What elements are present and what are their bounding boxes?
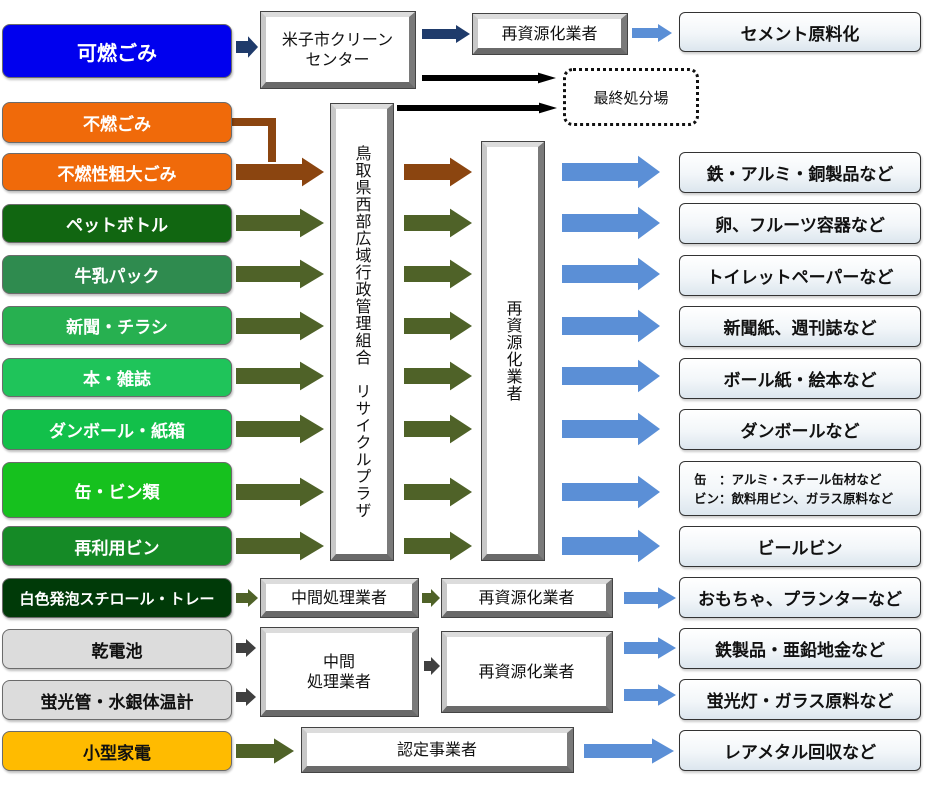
- arrow-books-to-plaza: [236, 361, 324, 391]
- arrow-recycler-to-dest-cans: [562, 475, 660, 509]
- dest-paperboard: ボール紙・絵本など: [679, 358, 921, 399]
- arrow-batteries-to-intermediate: [236, 639, 256, 657]
- source-books-magazines: 本・雑誌: [2, 358, 232, 397]
- certified-operator: 認定事業者: [302, 728, 573, 772]
- dest-beer-bottles: ビールビン: [679, 526, 921, 567]
- arrow-plaza-to-recycler-cardboard: [404, 414, 472, 444]
- recycler-styro: 再資源化業者: [442, 579, 612, 617]
- dest-cardboard: ダンボールなど: [679, 409, 921, 450]
- dest-iron-zinc: 鉄製品・亜鉛地金など: [679, 628, 921, 669]
- arrow-recycler-to-dest-pet: [562, 206, 660, 240]
- dest-cement-material: セメント原料化: [679, 12, 921, 52]
- arrow-bulky-to-plaza: [236, 157, 324, 187]
- arrow-recycler-to-cement: [632, 24, 672, 42]
- dest-can-line: 缶 ：アルミ・スチール缶材など: [694, 471, 882, 487]
- recycler-main: 再資源化業者: [482, 142, 544, 560]
- source-noncombustible: 不燃ごみ: [2, 102, 232, 143]
- arrow-milk-to-plaza: [236, 259, 324, 289]
- arrow-recycler-to-dest-books: [562, 359, 660, 393]
- arrow-recycler-to-metal: [562, 155, 660, 189]
- dest-rare-metal: レアメタル回収など: [679, 730, 921, 771]
- dest-can-bottle-materials: 缶 ：アルミ・スチール缶材など ビン：飲料用ビン、ガラス原料など: [679, 461, 921, 516]
- source-bulky-noncombustible: 不燃性粗大ごみ: [2, 153, 232, 191]
- arrow-plaza-to-recycler-books: [404, 361, 472, 391]
- recycler-top: 再資源化業者: [473, 14, 627, 54]
- arrow-recycler-to-dest-news: [562, 309, 660, 343]
- arrow-cans-to-plaza: [236, 477, 324, 507]
- recycle-plaza: 鳥取県西部広域行政管理組合 リサイクルプラザ: [331, 104, 393, 560]
- source-dry-batteries: 乾電池: [2, 629, 232, 669]
- arrow-plaza-to-recycler-pet: [404, 208, 472, 238]
- arrow-plaza-to-recycler-bulky: [404, 157, 472, 187]
- arrow-plaza-to-recycler-reuse: [404, 531, 472, 561]
- source-cans-bottles: 缶・ビン類: [2, 462, 232, 518]
- arrow-plaza-to-recycler-milk: [404, 259, 472, 289]
- arrow-intermediate-to-recycler-batt: [424, 657, 440, 675]
- source-milk-carton: 牛乳パック: [2, 255, 232, 294]
- arrow-appliances-to-certified: [236, 738, 294, 764]
- arrow-recycler-to-dest-milk: [562, 257, 660, 291]
- arrow-batt-to-fluorescent: [624, 684, 676, 706]
- source-reusable-bottles: 再利用ビン: [2, 526, 232, 566]
- final-disposal-site: 最終処分場: [563, 68, 699, 126]
- intermediate-processor-styro: 中間処理業者: [261, 579, 418, 617]
- arrow-center-to-final-disposal: [422, 72, 556, 84]
- arrow-noncombustible-merge: [232, 118, 276, 162]
- arrow-intermediate-to-recycler-styro: [422, 589, 440, 607]
- arrow-plaza-to-recycler-news: [404, 311, 472, 341]
- arrow-plaza-to-recycler-cans: [404, 477, 472, 507]
- dest-toilet-paper: トイレットペーパーなど: [679, 255, 921, 296]
- dest-newsprint: 新聞紙、週刊誌など: [679, 306, 921, 347]
- dest-bottle-line: ビン：飲料用ビン、ガラス原料など: [694, 490, 894, 506]
- source-combustible: 可燃ごみ: [2, 24, 232, 78]
- arrow-tubes-to-intermediate: [236, 688, 256, 706]
- dest-fluorescent-glass: 蛍光灯・ガラス原料など: [679, 679, 921, 720]
- arrow-combustible-to-center: [236, 36, 258, 58]
- dest-metal-products: 鉄・アルミ・銅製品など: [679, 152, 921, 193]
- dest-egg-fruit-containers: 卵、フルーツ容器など: [679, 203, 921, 244]
- arrow-news-to-plaza: [236, 311, 324, 341]
- arrow-reuse-to-plaza: [236, 531, 324, 561]
- source-pet-bottle: ペットボトル: [2, 204, 232, 243]
- source-styrofoam: 白色発泡スチロール・トレー: [2, 578, 232, 618]
- source-fluorescent-tubes: 蛍光管・水銀体温計: [2, 680, 232, 720]
- arrow-pet-to-plaza: [236, 208, 324, 238]
- arrow-certified-to-raremetal: [584, 738, 674, 764]
- dest-toys-planters: おもちゃ、プランターなど: [679, 577, 921, 618]
- arrow-recycler-to-dest-cardboard: [562, 412, 660, 446]
- arrow-batt-to-iron: [624, 637, 676, 659]
- source-small-appliances: 小型家電: [2, 731, 232, 771]
- arrow-styro-to-toys: [624, 587, 676, 609]
- arrow-styro-to-intermediate: [236, 589, 258, 607]
- source-newspaper: 新聞・チラシ: [2, 306, 232, 345]
- arrow-cardboard-to-plaza: [236, 414, 324, 444]
- source-cardboard: ダンボール・紙箱: [2, 409, 232, 450]
- recycler-batteries: 再資源化業者: [442, 632, 612, 712]
- yonago-clean-center: 米子市クリーン センター: [261, 12, 415, 88]
- arrow-center-to-recycler: [422, 25, 470, 43]
- arrow-recycler-to-dest-reuse: [562, 529, 660, 563]
- intermediate-processor-batteries: 中間 処理業者: [261, 628, 418, 716]
- arrow-plaza-to-final-disposal: [397, 102, 557, 114]
